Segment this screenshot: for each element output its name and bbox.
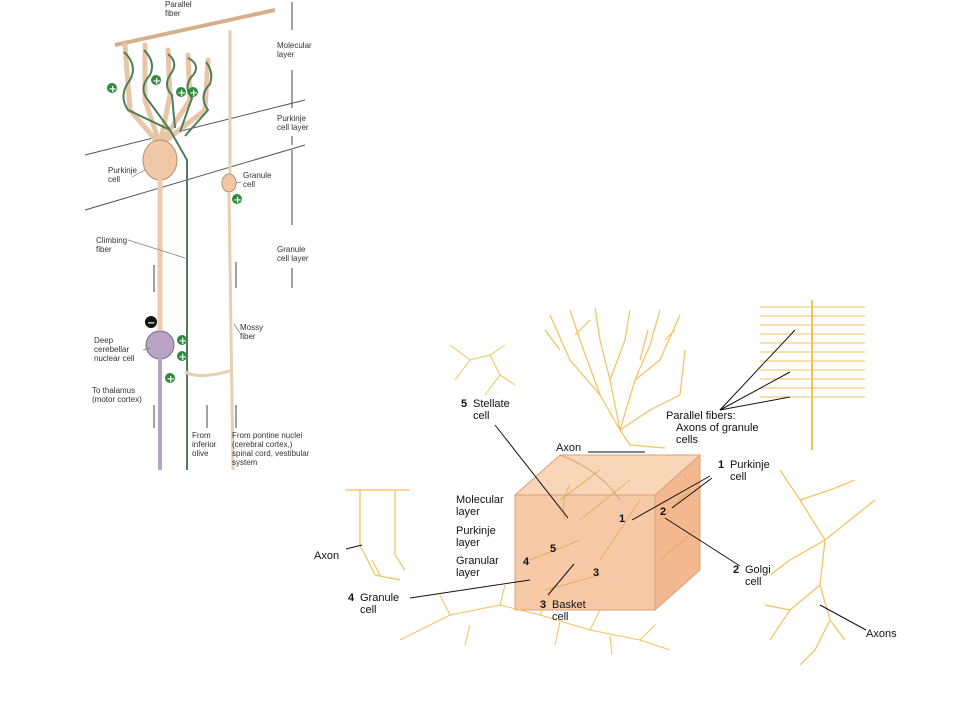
layer-boundary-top: [84, 99, 306, 156]
signal-direction-arrows: [153, 262, 237, 428]
excitatory-synapse-icon: +: [188, 87, 198, 99]
right-leader-lines: [345, 329, 867, 631]
stellate-cell-illustration: [449, 344, 516, 396]
label-purkinje-cell: 1 Purkinje cell: [718, 459, 773, 483]
block-number-4: 4: [523, 556, 530, 568]
golgi-cell-illustration: [764, 469, 876, 666]
label-granule-cell: Granule cell: [243, 171, 274, 189]
label-axons-right: Axons: [866, 628, 897, 640]
granule-soma: [221, 173, 237, 193]
label-granule-cell: 4 Granule cell: [348, 592, 402, 616]
svg-text:+: +: [167, 374, 175, 385]
inhibitory-synapse-icon: −: [145, 316, 157, 329]
label-molecular-layer: Molecular layer: [277, 41, 314, 59]
layer-boundary-bottom: [84, 144, 306, 211]
excitatory-synapse-icon: +: [151, 75, 161, 87]
excitatory-synapse-icon: +: [232, 194, 242, 206]
deep-nuclear-cell-soma: [145, 330, 175, 360]
label-granule-cell-layer: Granule cell layer: [277, 245, 309, 263]
label-molecular-layer: Molecular layer: [456, 494, 507, 518]
mossy-fiber: [227, 191, 235, 471]
label-axon-top: Axon: [556, 442, 581, 454]
label-purkinje-layer: Purkinje layer: [456, 525, 499, 549]
label-granular-layer: Granular layer: [456, 555, 502, 579]
label-mossy-fiber: Mossy fiber: [240, 323, 265, 341]
block-number-3: 3: [593, 567, 599, 579]
excitatory-synapse-icon: +: [165, 373, 175, 385]
granule-cell-illustration: [345, 489, 410, 581]
label-parallel-fiber: Parallel fiber: [165, 0, 194, 18]
mossy-fiber-collateral: [184, 368, 234, 377]
excitatory-synapse-icon: +: [176, 87, 186, 99]
svg-text:+: +: [179, 352, 187, 363]
svg-text:+: +: [109, 84, 117, 95]
label-deep-nuclear-cell: Deep cerebellar nuclear cell: [94, 336, 135, 363]
block-number-1: 1: [619, 513, 625, 525]
svg-text:+: +: [178, 88, 186, 99]
label-purkinje-cell-layer: Purkinje cell layer: [277, 114, 309, 132]
label-purkinje-cell: Purkinje cell: [108, 166, 139, 184]
purkinje-dendritic-tree: [544, 307, 686, 449]
basket-cell-illustration: [399, 584, 671, 656]
label-from-pontine-nuclei: From pontine nuclei (cerebral cortex,) s…: [232, 431, 312, 467]
label-golgi-cell: 2 Golgi cell: [733, 564, 774, 588]
svg-text:+: +: [153, 76, 161, 87]
excitatory-synapse-icon: +: [177, 351, 187, 363]
label-climbing-fiber: Climbing fiber: [96, 236, 129, 254]
block-number-5: 5: [550, 543, 556, 555]
label-to-thalamus: To thalamus (motor cortex): [92, 386, 142, 404]
label-basket-cell: 3 Basket cell: [540, 599, 589, 623]
parallel-fiber: [114, 8, 276, 47]
block-number-2: 2: [660, 506, 666, 518]
left-leader-lines: [127, 169, 242, 351]
svg-text:+: +: [179, 336, 187, 347]
label-from-inferior-olive: From inferior olive: [192, 431, 219, 458]
svg-text:−: −: [147, 318, 155, 329]
excitatory-synapse-icon: +: [177, 335, 187, 347]
svg-text:+: +: [190, 88, 198, 99]
label-parallel-fibers: Parallel fibers: Axons of granule cells: [666, 410, 762, 446]
right-neuron-diagram: 5 Stellate cell Axon Parallel fibers: Ax…: [314, 300, 897, 666]
svg-text:+: +: [234, 195, 242, 206]
cerebellar-cortex-block: [513, 453, 702, 612]
left-circuit-diagram: + + + + + − + + +: [84, 0, 314, 471]
parallel-fibers-illustration: [760, 300, 865, 450]
label-axon-left: Axon: [314, 550, 339, 562]
purkinje-soma: [142, 139, 178, 181]
excitatory-synapse-icon: +: [107, 83, 117, 95]
label-stellate-cell: 5 Stellate cell: [461, 398, 513, 422]
